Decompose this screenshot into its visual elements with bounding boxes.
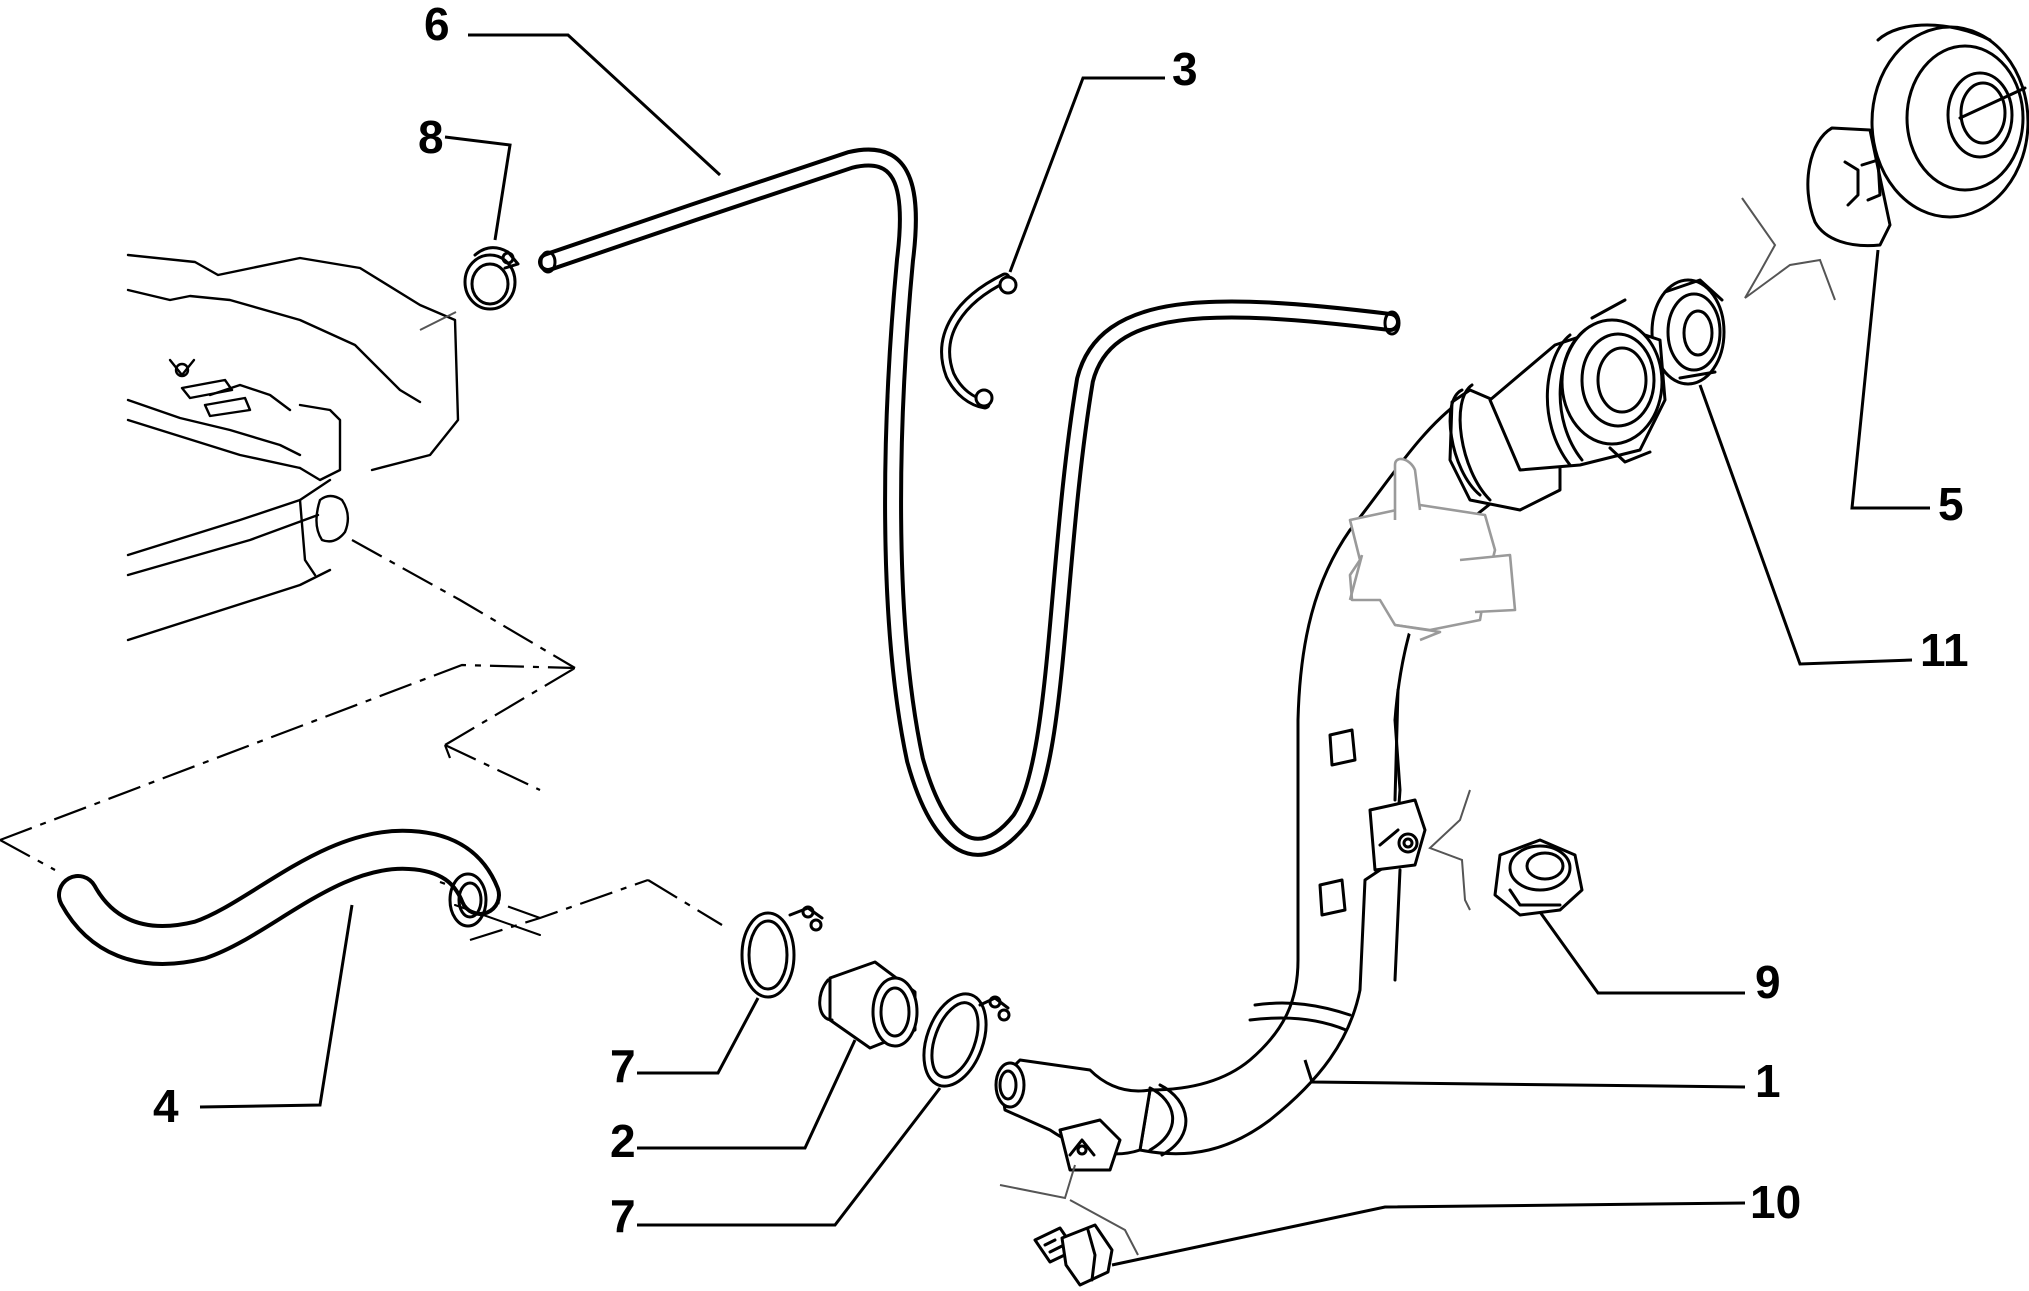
part-7-clamp-upper [740, 905, 824, 999]
hose-4-guide-line [0, 663, 649, 942]
part-9-grommet [1493, 838, 1584, 917]
leader-lines [199, 33, 1930, 1267]
part-4-fuel-hose [57, 828, 541, 966]
leader-4 [199, 904, 354, 1109]
part-2-sleeve [818, 960, 919, 1050]
leader-7a [637, 997, 760, 1075]
part-11-seal-ring [1650, 278, 1726, 386]
bracket-guide-line [1428, 789, 1471, 911]
tank-outlet-guide-line [351, 539, 576, 669]
callout-1: 1 [1755, 1055, 1781, 1107]
leader-8 [444, 135, 512, 241]
callout-6: 6 [424, 0, 450, 50]
fuel-tank-outline [126, 253, 460, 642]
leader-3 [1008, 76, 1165, 273]
leader-11 [1698, 384, 1913, 666]
clamp-8-guide-line [419, 311, 457, 331]
callout-8: 8 [418, 111, 444, 163]
callout-3: 3 [1172, 43, 1198, 95]
leader-1 [1303, 1059, 1746, 1089]
part-8-hose-clamp [463, 246, 520, 311]
leader-10 [1111, 1201, 1746, 1267]
bolt-10-guide-line [999, 1164, 1139, 1256]
callout-4: 4 [153, 1080, 179, 1132]
leader-5 [1850, 249, 1930, 510]
callout-11: 11 [1920, 624, 1969, 676]
callout-2: 2 [610, 1115, 636, 1167]
part-7-clamp-lower [922, 992, 1011, 1088]
part-6-vent-hose [538, 147, 1401, 857]
part-3-hose-clip [940, 272, 1018, 410]
callout-7b: 7 [610, 1190, 636, 1242]
callout-10: 10 [1750, 1176, 1801, 1228]
part-1-filler-pipe [994, 298, 1667, 1172]
part-5-filler-cap [1806, 23, 2029, 248]
part-10-bolt [1033, 1223, 1114, 1287]
cap-5-guide-line [1741, 197, 1836, 301]
callout-7a: 7 [610, 1040, 636, 1092]
leader-6 [468, 33, 722, 177]
leader-7b [637, 1087, 942, 1227]
vent-valve-ghost [1348, 457, 1517, 642]
callout-labels: 6 3 8 5 11 9 1 10 4 7 2 7 [153, 0, 1969, 1242]
clamp-7-guide-line [647, 879, 723, 926]
callout-5: 5 [1938, 478, 1964, 530]
callout-9: 9 [1755, 956, 1781, 1008]
leader-9 [1538, 911, 1745, 995]
leader-2 [637, 1039, 857, 1150]
